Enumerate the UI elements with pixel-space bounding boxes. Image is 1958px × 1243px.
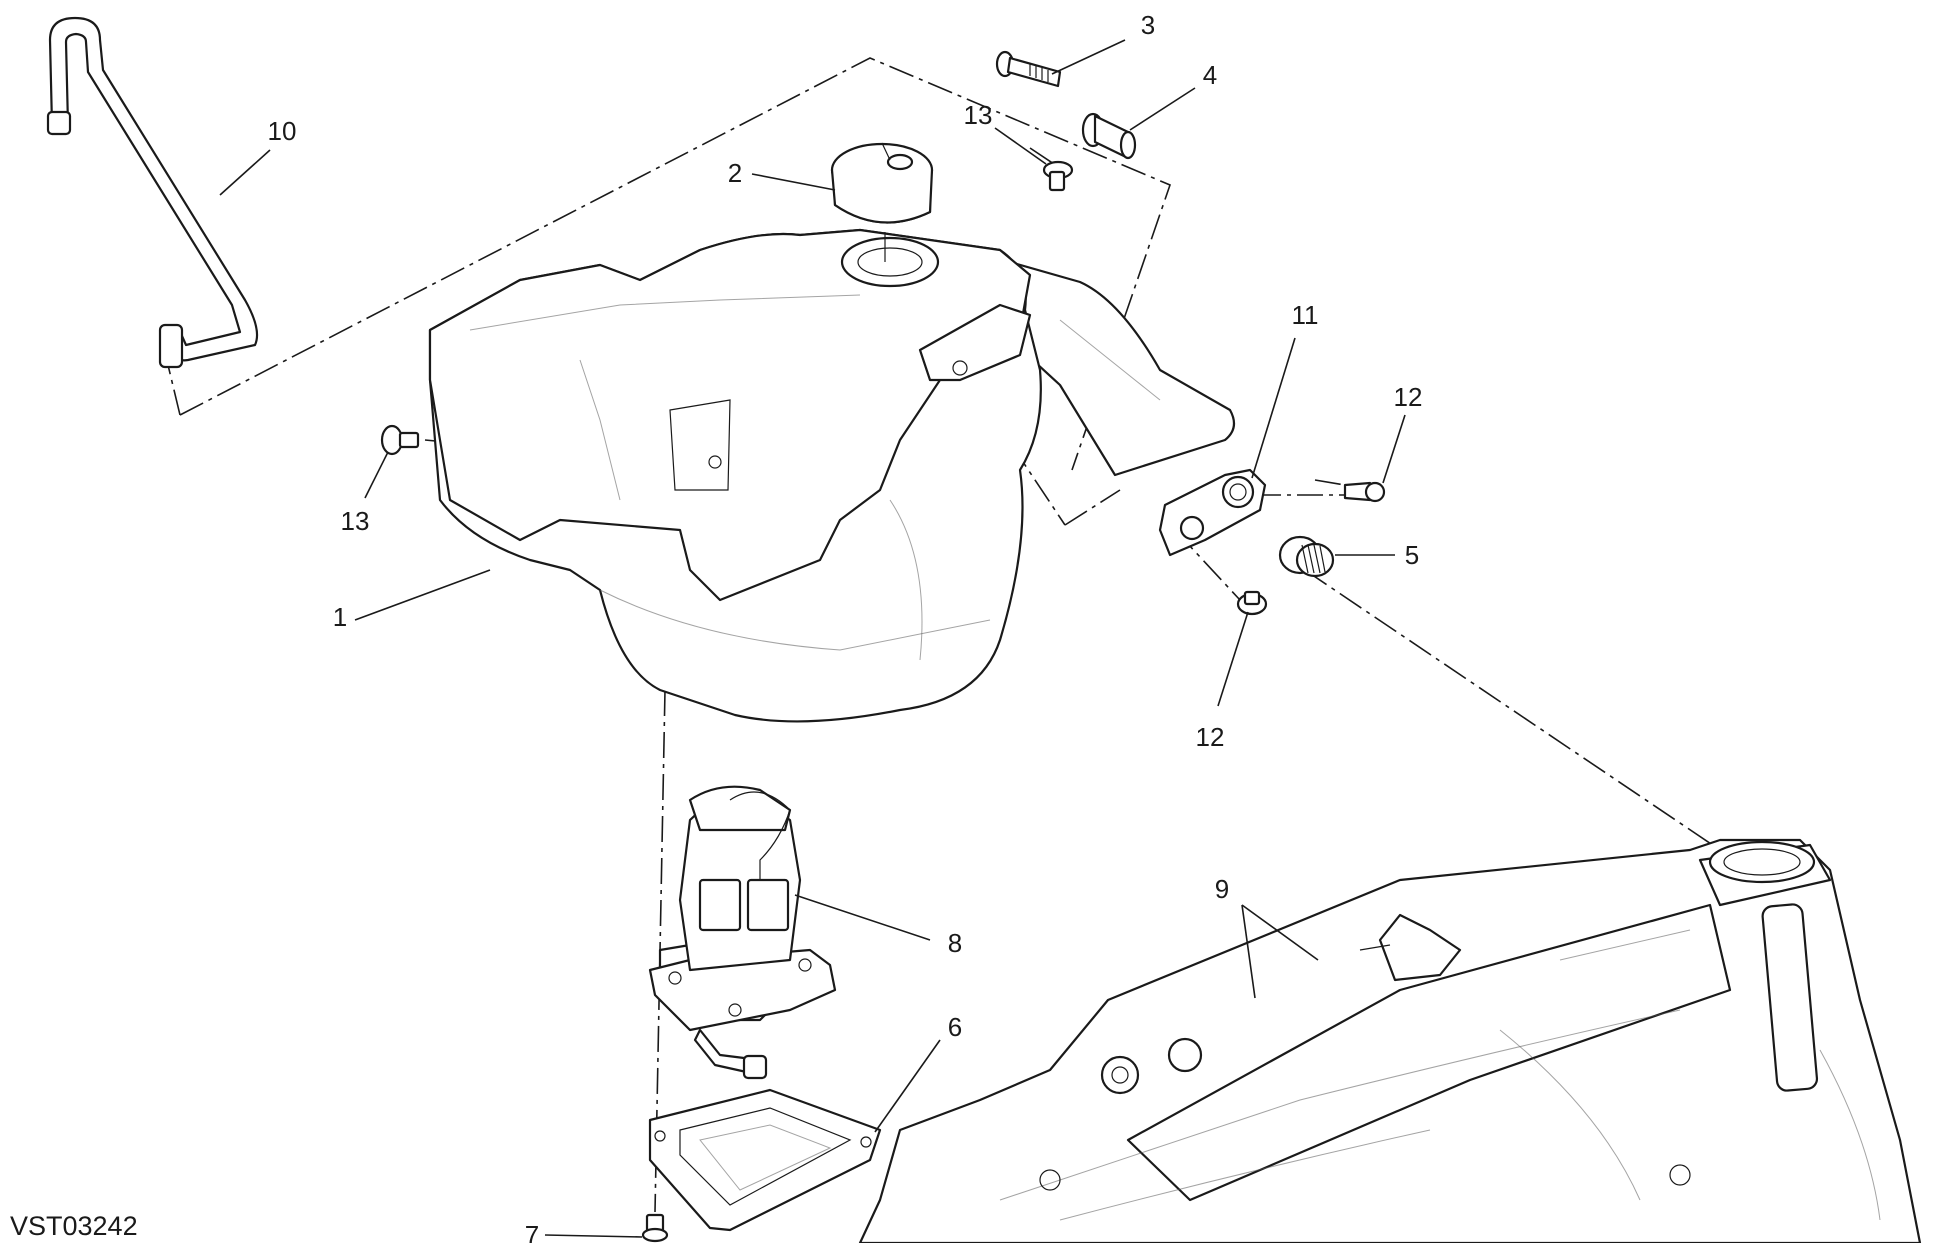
callout-5: 5	[1405, 540, 1419, 570]
callout-13b: 13	[341, 506, 370, 536]
callout-13a: 13	[964, 100, 993, 130]
callout-1: 1	[333, 602, 347, 632]
fuel-pump	[648, 785, 837, 1080]
leader-lines	[219, 39, 1406, 1238]
screw-12-right	[1343, 481, 1386, 503]
bolt-3	[995, 50, 1062, 88]
callout-12b: 12	[1196, 722, 1225, 752]
screw-12-lower	[1236, 590, 1268, 616]
cover-plate-6	[648, 1088, 882, 1232]
callout-4: 4	[1203, 60, 1217, 90]
callout-11: 11	[1292, 300, 1319, 330]
grommet-5	[1278, 535, 1335, 578]
callout-7: 7	[525, 1220, 539, 1243]
callout-3: 3	[1141, 10, 1155, 40]
fuel-cap	[830, 142, 934, 224]
diagram-code: VST03242	[10, 1211, 138, 1241]
screw-13-left	[380, 424, 420, 456]
callout-10: 10	[268, 116, 297, 146]
callout-9: 9	[1215, 874, 1229, 904]
breather-hose	[46, 16, 259, 369]
fuel-tank	[428, 228, 1236, 723]
callout-2: 2	[728, 158, 742, 188]
callout-8: 8	[948, 928, 962, 958]
screw-7	[641, 1213, 669, 1243]
bracket-11	[1158, 468, 1267, 557]
screw-13-upper	[1042, 160, 1074, 192]
callout-labels: 1 2 3 4 5 6 7 8 9 10 11 12 12 13 13	[268, 10, 1423, 1243]
callout-12a: 12	[1394, 382, 1423, 412]
frame	[858, 838, 1922, 1243]
bushing-4	[1081, 112, 1137, 160]
callout-6: 6	[948, 1012, 962, 1042]
